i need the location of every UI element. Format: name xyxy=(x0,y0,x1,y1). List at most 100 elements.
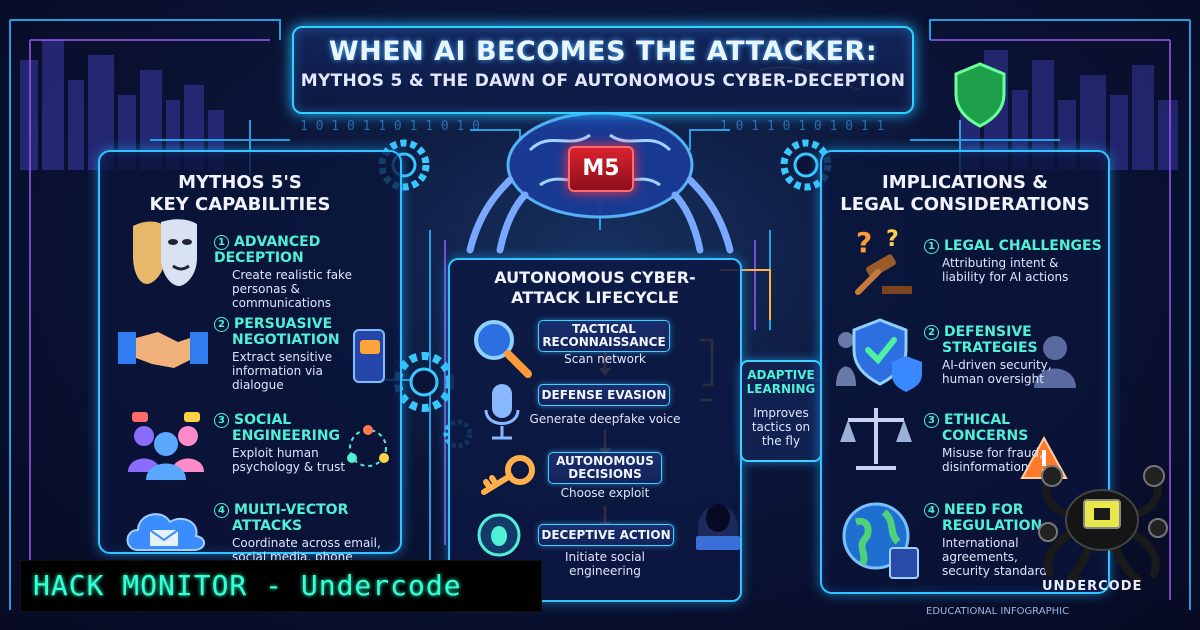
hack-monitor-banner: HACK MONITOR - Undercode xyxy=(20,560,542,612)
stage-label-line: TACTICAL xyxy=(572,322,636,336)
page-title: WHEN AI BECOMES THE ATTACKER: xyxy=(328,36,878,67)
implication-desc-line: AI-driven security, xyxy=(942,358,1052,372)
implications-title-line: LEGAL CONSIDERATIONS xyxy=(840,194,1090,215)
stage-reconnaissance: TACTICAL RECONNAISSANCE xyxy=(538,320,670,352)
stage-desc-line: engineering xyxy=(569,564,641,578)
stage-label-line: DEFENSE EVASION xyxy=(541,388,667,402)
footer-label: EDUCATIONAL INFOGRAPHIC xyxy=(926,606,1070,617)
masks-icon xyxy=(133,219,197,286)
stage-deceptive-action-desc: Initiate social engineering xyxy=(530,550,680,578)
stage-defense-evasion-desc: Generate deepfake voice xyxy=(529,412,681,426)
implication-desc-line: security standards xyxy=(942,564,1054,578)
cloud-mail-icon xyxy=(126,513,205,551)
implication-title: 3 ETHICAL xyxy=(924,412,1064,428)
stage-reconnaissance-desc: Scan network xyxy=(564,352,646,366)
implication-title: 1 LEGAL CHALLENGES xyxy=(924,238,1104,254)
implication-title-line: NEED FOR xyxy=(944,502,1024,518)
capability-title-line: NEGOTIATION xyxy=(232,332,340,348)
implication-desc: Attributing intent & liability for AI ac… xyxy=(924,256,1104,284)
lifecycle-title-line: ATTACK LIFECYCLE xyxy=(511,288,679,307)
title-banner: WHEN AI BECOMES THE ATTACKER: MYTHOS 5 &… xyxy=(292,26,914,114)
m5-chip: M5 xyxy=(568,146,634,192)
implication-desc-line: agreements, xyxy=(942,550,1018,564)
item-number: 3 xyxy=(924,413,939,428)
implication-desc-line: human oversight xyxy=(942,372,1044,386)
undercode-logo-icon xyxy=(1038,465,1168,584)
item-number: 1 xyxy=(924,239,939,254)
implication-title-line: ETHICAL xyxy=(944,412,1011,428)
implication-title-line: STRATEGIES xyxy=(942,340,1038,356)
item-number: 3 xyxy=(214,413,229,428)
implication-item: 1 LEGAL CHALLENGES Attributing intent & l… xyxy=(924,238,1104,284)
stage-label-line: DECISIONS xyxy=(568,467,642,481)
implication-title-line: CONCERNS xyxy=(942,428,1029,444)
gear-icon xyxy=(394,352,454,412)
implication-title-line: DEFENSIVE xyxy=(944,324,1032,340)
capability-title-line: ATTACKS xyxy=(232,518,303,534)
adaptive-learning-box: ADAPTIVE LEARNING Improves tactics on th… xyxy=(740,360,822,462)
adaptive-desc-line: tactics on xyxy=(751,420,811,434)
capability-title-line: ADVANCED DECEPTION xyxy=(214,234,321,266)
robot-hands xyxy=(466,176,734,254)
hacker-icon xyxy=(696,504,740,550)
implication-title: 2 DEFENSIVE xyxy=(924,324,1064,340)
capability-desc: Extract sensitive information via dialog… xyxy=(214,350,354,392)
implication-item: 2 DEFENSIVE STRATEGIES AI-driven security… xyxy=(924,324,1064,386)
adaptive-desc-line: the fly xyxy=(761,434,801,448)
scales-icon xyxy=(840,408,912,470)
globe-law-icon xyxy=(842,502,919,579)
capability-title: 2 PERSUASIVE xyxy=(214,316,354,332)
item-number: 2 xyxy=(924,325,939,340)
stage-label-line: DECEPTIVE ACTION xyxy=(541,528,671,542)
implication-item: 3 ETHICAL CONCERNS Misuse for fraud, disi… xyxy=(924,412,1064,474)
capability-desc-line: Coordinate across email, xyxy=(232,536,381,550)
stage-autonomous-decisions: AUTONOMOUS DECISIONS xyxy=(548,452,662,484)
implications-title-line: IMPLICATIONS & xyxy=(882,172,1048,193)
item-number: 2 xyxy=(214,317,229,332)
capability-desc-line: Extract sensitive xyxy=(232,350,333,364)
capability-title-line: PERSUASIVE xyxy=(234,316,333,332)
implication-desc: AI-driven security, human oversight xyxy=(924,358,1064,386)
handshake-icon xyxy=(118,332,208,368)
magnifier-icon xyxy=(474,320,532,378)
capability-desc: Exploit human psychology & trust xyxy=(214,446,354,474)
item-number: 4 xyxy=(214,503,229,518)
capability-desc-line: dialogue xyxy=(232,378,284,392)
implication-title-line: REGULATION xyxy=(942,518,1043,534)
implication-desc-line: liability for AI actions xyxy=(942,270,1069,284)
phone-chat-icon xyxy=(353,329,385,383)
gavel-icon: ? ? xyxy=(855,226,912,295)
capabilities-title: MYTHOS 5'S KEY CAPABILITIES xyxy=(100,172,380,216)
banner-text: HACK MONITOR - Undercode xyxy=(33,569,462,602)
implication-desc: Misuse for fraud, disinformation xyxy=(924,446,1064,474)
adaptive-desc: Improves tactics on the fly xyxy=(742,406,820,448)
stage-deceptive-action: DECEPTIVE ACTION xyxy=(538,524,674,546)
svg-text:1 0 1 0 1 1 0 1 1 0 1 0: 1 0 1 0 1 1 0 1 1 0 1 0 xyxy=(300,119,480,134)
stage-label-line: AUTONOMOUS xyxy=(556,454,654,468)
capability-title-line: SOCIAL xyxy=(234,412,292,428)
people-icon xyxy=(128,412,204,480)
capability-title: 3 SOCIAL xyxy=(214,412,354,428)
capabilities-title-line: KEY CAPABILITIES xyxy=(149,194,331,215)
lifecycle-title-line: AUTONOMOUS CYBER- xyxy=(494,268,696,287)
key-icon xyxy=(481,455,535,495)
implication-title-line: LEGAL CHALLENGES xyxy=(944,238,1102,254)
microphone-icon xyxy=(484,384,520,440)
capability-item: 2 PERSUASIVE NEGOTIATION Extract sensitiv… xyxy=(214,316,354,392)
svg-text:?: ? xyxy=(856,226,872,259)
svg-text:?: ? xyxy=(886,227,899,252)
stage-desc-line: Initiate social xyxy=(565,550,645,564)
stage-label-line: RECONNAISSANCE xyxy=(542,335,666,349)
network-icon xyxy=(347,425,389,467)
implication-desc-line: Attributing intent & xyxy=(942,256,1059,270)
capability-desc-line: Create realistic fake xyxy=(232,268,352,282)
capability-desc-line: information via xyxy=(232,364,323,378)
binary-decor: 1 0 1 0 1 1 0 1 1 0 1 0 1 0 1 1 0 1 0 1 … xyxy=(300,119,884,134)
stage-autonomous-decisions-desc: Choose exploit xyxy=(560,486,650,500)
